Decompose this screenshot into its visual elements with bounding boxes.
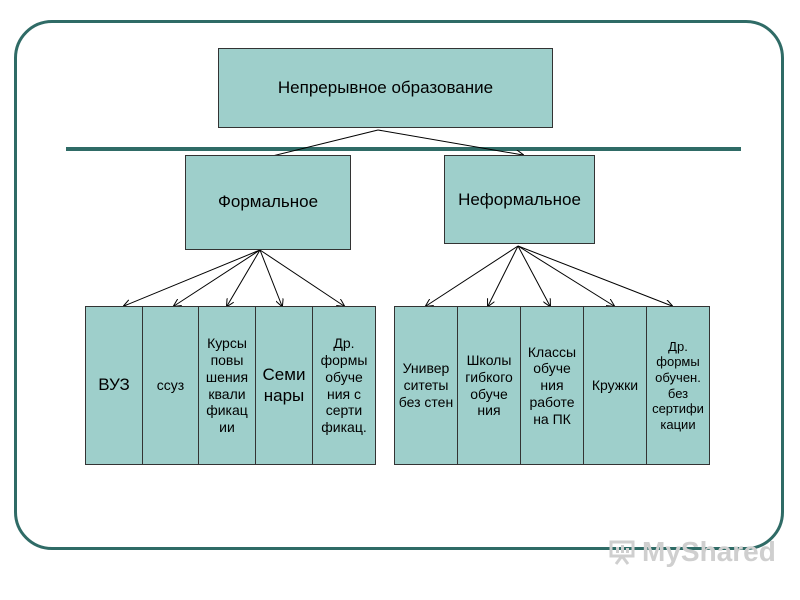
formal-item-label: Курсы повы шения квали фикац ии bbox=[205, 335, 249, 436]
formal-item-ssuz: ссуз bbox=[142, 306, 199, 465]
arrow-formal-5 bbox=[259, 249, 344, 306]
arrow-informal-4 bbox=[517, 245, 614, 306]
informal-item-label: Универ ситеты без стен bbox=[398, 360, 454, 410]
informal-item-universities: Универ ситеты без стен bbox=[394, 306, 458, 465]
arrow-informal-2 bbox=[488, 245, 519, 306]
formal-item-vuz: ВУЗ bbox=[85, 306, 143, 465]
informal-node-label: Неформальное bbox=[458, 190, 581, 209]
arrow-formal-3 bbox=[227, 249, 261, 306]
formal-node-label: Формальное bbox=[217, 192, 319, 212]
presentation-icon bbox=[608, 538, 636, 566]
formal-item-label: Семи нары bbox=[262, 365, 306, 405]
informal-item-label: Кружки bbox=[591, 377, 639, 394]
formal-item-other: Др. формы обуче ния с серти фикац. bbox=[312, 306, 376, 465]
formal-item-label: Др. формы обуче ния с серти фикац. bbox=[320, 335, 368, 436]
arrow-informal-1 bbox=[426, 245, 519, 306]
top-node: Непрерывное образование bbox=[218, 48, 553, 128]
informal-node: Неформальное bbox=[444, 155, 595, 244]
formal-item-seminars: Семи нары bbox=[255, 306, 313, 465]
informal-item-label: Школы гибкого обуче ния bbox=[465, 351, 513, 419]
arrow-informal-5 bbox=[517, 245, 672, 306]
informal-item-label: Др. формы обучен. без сертифи кации bbox=[652, 338, 704, 432]
formal-item-label: ВУЗ bbox=[98, 375, 130, 395]
top-node-label: Непрерывное образование bbox=[277, 77, 494, 97]
informal-item-other: Др. формы обучен. без сертифи кации bbox=[646, 306, 710, 465]
formal-node: Формальное bbox=[185, 155, 351, 250]
informal-item-clubs: Кружки bbox=[583, 306, 647, 465]
arrow-top-informal bbox=[377, 129, 523, 155]
formal-item-courses: Курсы повы шения квали фикац ии bbox=[198, 306, 256, 465]
informal-item-label: Классы обуче ния работе на ПК bbox=[527, 343, 577, 427]
formal-item-label: ссуз bbox=[156, 377, 185, 394]
watermark: MyShared bbox=[608, 536, 776, 568]
arrow-formal-2 bbox=[174, 249, 261, 306]
arrow-informal-3 bbox=[517, 245, 550, 306]
arrow-formal-4 bbox=[259, 249, 282, 306]
informal-item-schools: Школы гибкого обуче ния bbox=[457, 306, 521, 465]
watermark-text: MyShared bbox=[642, 536, 776, 567]
divider-line bbox=[66, 147, 741, 151]
informal-item-pc-classes: Классы обуче ния работе на ПК bbox=[520, 306, 584, 465]
arrow-formal-1 bbox=[124, 249, 261, 306]
